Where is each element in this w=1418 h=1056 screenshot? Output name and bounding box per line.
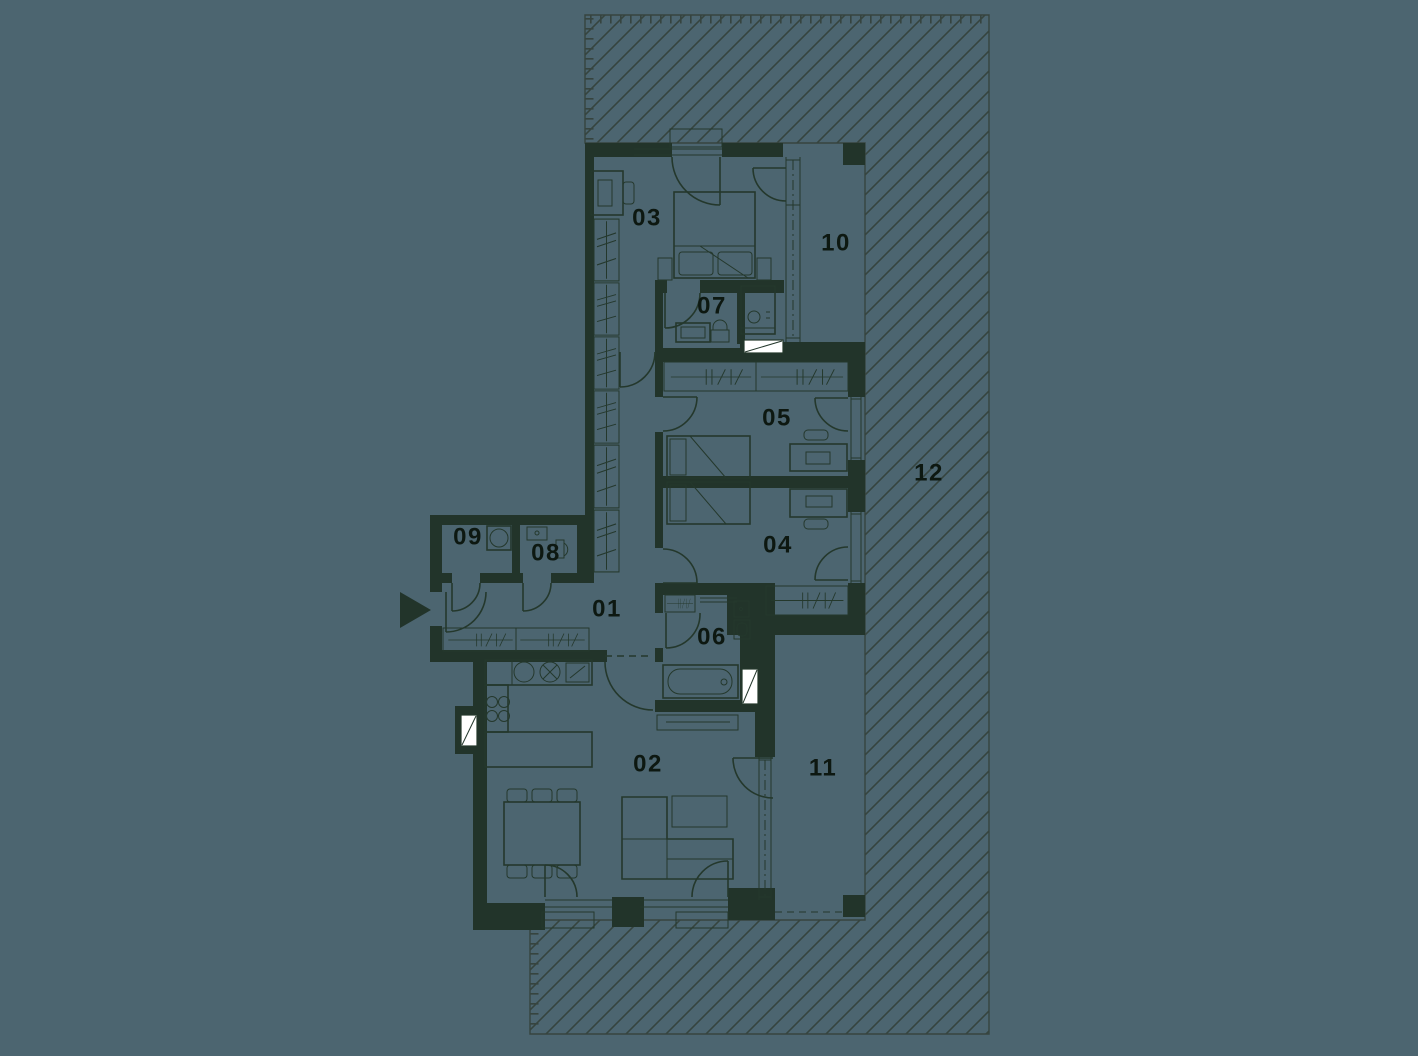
door-hall-to-living [604,655,654,711]
kitchen-sink-icon [513,661,535,683]
dining-set [503,788,581,879]
chair-icon [506,788,528,803]
door-corridor-to-room03 [619,351,656,388]
glazed-band-room10 [785,157,801,342]
single-bed-icon [666,481,751,525]
hob-cross [542,664,558,680]
room-label-11: 11 [809,755,837,782]
desk-icon [789,429,848,472]
room-label-01: 01 [592,596,622,623]
wardrobe-column-icon [593,218,620,573]
small-sink-icon [526,526,548,541]
single-bed-icon [666,435,751,479]
chair-icon [506,864,528,879]
balcony-door-room03-top [671,156,721,206]
room-label-12: 12 [914,460,944,487]
washbasin-icon [733,619,751,640]
shelf-icon [700,597,737,603]
kitchen-counter [484,659,593,686]
terrace-door-sill-left [541,899,612,929]
door-room07 [664,292,701,329]
wardrobe-icon [765,585,849,616]
console-table-icon [671,795,728,828]
entrance-arrow-icon [400,592,431,628]
kitchen-island [484,731,593,768]
balcony-door-room03-right [752,167,787,202]
french-window-room04 [814,546,849,581]
chair-icon [556,788,578,803]
wardrobe-rod-icon [760,368,844,386]
door-room09 [451,582,481,612]
french-window-room05 [814,397,849,432]
room06-furniture [656,594,751,731]
room08-furniture [526,526,569,559]
glazed-band-terrace [758,757,843,913]
window-shaft-marker [460,714,478,747]
knife-icon [569,665,586,679]
dining-table-icon [503,801,581,866]
windows-and-openings [460,128,862,929]
window-shaft-marker [741,668,759,705]
window-shaft-marker [743,339,784,354]
door-room04 [662,548,698,584]
room-labels: 01 02 03 04 05 06 07 08 09 10 11 12 [453,205,944,782]
bathroom-sink-icon [675,322,711,343]
room-label-07: 07 [697,293,727,320]
room-label-03: 03 [632,205,662,232]
room-label-05: 05 [762,405,792,432]
window-room05 [850,397,862,460]
cutting-board-icon [565,662,590,683]
wardrobe-rod-icon [447,633,514,647]
sideboard-icon [656,714,739,731]
nightstand-icon [756,257,772,281]
boiler-unit-icon [740,285,776,335]
toilet-icon [733,600,750,618]
room-label-09: 09 [453,524,483,551]
room-label-06: 06 [697,624,727,651]
room07-furniture [675,285,776,343]
terrace-door-swing-left [544,864,578,898]
wardrobe-rod-icon [670,368,752,386]
hob-icon [539,661,561,683]
chair-icon [531,788,553,803]
sofa-cushion-lines [622,838,733,879]
room09-furniture [486,525,512,551]
kitchen-counter-side [484,684,509,733]
nightstand-icon [657,257,673,281]
washer-cabinet-icon [664,594,696,613]
sofa-set [621,795,734,880]
corner-sofa-icon [621,796,734,880]
chair-icon [531,864,553,879]
room-label-04: 04 [763,532,793,559]
washing-machine-icon [486,525,512,551]
desk-icon [590,170,635,216]
room-label-02: 02 [633,751,663,778]
room-label-08: 08 [531,540,561,567]
doors [445,156,849,898]
terrace-door-sill-right [640,899,729,929]
door-room06 [665,612,701,649]
four-burner-icon [486,696,510,722]
room04-furniture [666,481,849,616]
room05-furniture [663,361,849,479]
door-room08 [522,582,552,612]
window-room04 [850,512,862,583]
balcony-sill-room03 [634,128,723,156]
desk-icon [789,488,848,530]
room-label-10: 10 [821,230,851,257]
chair-icon [556,864,578,879]
wardrobe-rod-icon [519,633,586,647]
furniture [442,170,849,880]
bathtub-icon [662,664,739,699]
double-bed-icon [673,191,756,279]
kitchen-furniture [484,659,593,768]
entrance-door [445,591,487,633]
room03-furniture [590,170,772,573]
toilet-icon [555,539,569,559]
door-room05 [662,396,698,432]
hall01-furniture [442,627,590,652]
door-living-to-terrace [732,757,774,799]
toilet-icon [710,319,730,343]
